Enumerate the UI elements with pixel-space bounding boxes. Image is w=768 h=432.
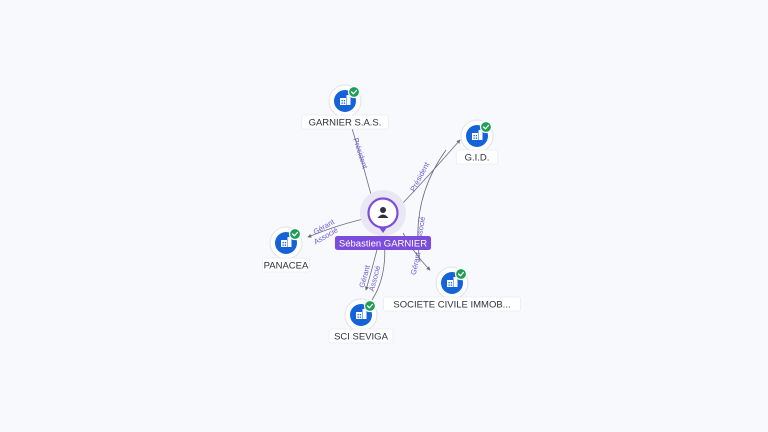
company-label-box <box>262 257 310 273</box>
company-label-box <box>328 328 394 344</box>
company-label-box <box>455 149 499 165</box>
verified-check-icon <box>454 267 468 281</box>
company-node-sci-seviga[interactable]: SCI SEVIGA <box>328 298 394 344</box>
building-icon <box>472 130 483 140</box>
person-icon <box>377 207 389 218</box>
verified-check-icon <box>288 227 302 241</box>
person-node[interactable]: Sébastien GARNIER <box>334 190 432 250</box>
company-name: GARNIER S.A.S. <box>309 118 382 129</box>
edge-label: Président <box>351 137 370 171</box>
verified-check-icon <box>363 299 377 313</box>
verified-check-icon <box>479 120 493 134</box>
edge-line <box>399 139 461 207</box>
verified-check-icon <box>347 85 361 99</box>
edge-label: Gérant <box>409 250 423 275</box>
company-name: SCI SEVIGA <box>334 332 389 343</box>
company-node-societe-civile[interactable]: SOCIETE CIVILE IMMOB... <box>383 266 521 312</box>
building-icon <box>281 237 292 247</box>
company-node-gid[interactable]: G.I.D. <box>455 119 499 165</box>
person-name: Sébastien GARNIER <box>339 239 427 250</box>
company-name: PANACEA <box>264 261 309 272</box>
company-node-panacea[interactable]: PANACEA <box>262 226 310 273</box>
company-label-box <box>383 296 521 312</box>
edge-label: Président <box>408 160 431 193</box>
person-label-box <box>334 236 432 250</box>
company-name: SOCIETE CIVILE IMMOB... <box>393 300 510 311</box>
building-icon <box>447 277 458 287</box>
company-label-box <box>301 114 389 130</box>
company-name: G.I.D. <box>465 153 490 164</box>
company-node-garnier-sas[interactable]: GARNIER S.A.S. <box>301 84 389 130</box>
building-icon <box>340 95 351 105</box>
relation-edge-gid: Président <box>399 139 461 207</box>
building-icon <box>356 309 367 319</box>
relation-edge-garnier-sas: Président <box>349 121 373 199</box>
